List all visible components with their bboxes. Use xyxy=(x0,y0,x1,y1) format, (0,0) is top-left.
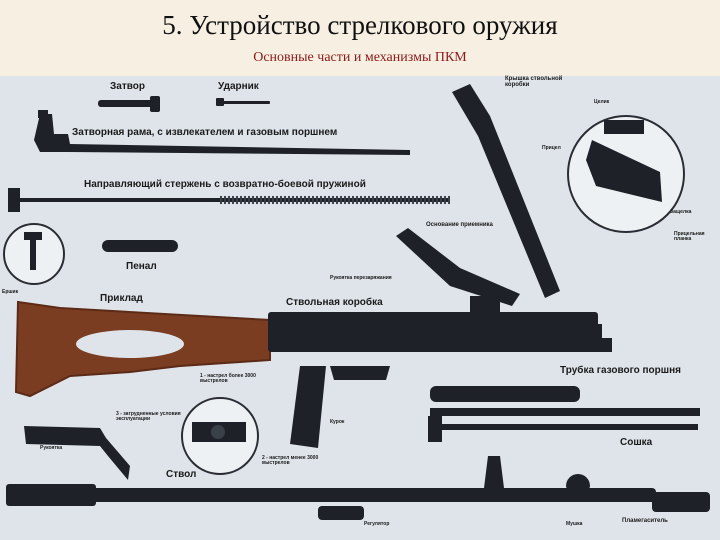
rear-sight-inset xyxy=(568,116,684,232)
case-part xyxy=(102,240,178,252)
label-plamegasitel: Пламегаситель xyxy=(622,518,668,524)
pkm-parts-poster: Затвор Ударник Крышка ствольной коробки … xyxy=(0,76,720,540)
gas-regulator-inset xyxy=(182,398,258,474)
label-rukoyatka: Рукоятка xyxy=(40,446,62,451)
label-priklad: Приклад xyxy=(100,294,143,305)
label-pricelnaya-planka: Прицельная планка xyxy=(674,232,718,243)
label-stvolnaya-korobka: Ствольная коробка xyxy=(286,298,383,309)
label-soshka: Сошка xyxy=(620,438,652,449)
label-rukoyatka-perezaryazhaniya: Рукоятка перезаряжания xyxy=(330,276,392,281)
label-osnovanie: Основание приемника xyxy=(426,222,496,228)
label-prizel: Прицел xyxy=(542,146,561,151)
label-penal: Пенал xyxy=(126,262,157,273)
label-stvol: Ствол xyxy=(166,470,196,481)
label-regulyator: Регулятор xyxy=(364,522,389,527)
feed-cover-part xyxy=(396,84,560,306)
front-sight-part xyxy=(566,474,590,502)
label-zatvor: Затвор xyxy=(110,82,145,93)
label-udarnik: Ударник xyxy=(218,82,259,93)
label-celik: Целик xyxy=(594,100,609,105)
label-trubka: Трубка газового поршня xyxy=(560,366,681,377)
flash-hider-part xyxy=(652,492,710,512)
label-kurok: Курок xyxy=(330,420,344,425)
firing-pin-part xyxy=(216,98,270,106)
label-nastrel1: 1 - настрел более 3000 выстрелов xyxy=(200,374,270,385)
slide-header: 5. Устройство стрелкового оружия Основны… xyxy=(0,0,720,76)
bipod-part xyxy=(428,408,700,442)
grip-part xyxy=(290,366,390,448)
carry-handle-part xyxy=(24,426,130,480)
recoil-spring-part xyxy=(8,188,450,212)
label-zaschelka: Защелка xyxy=(670,210,691,215)
label-nastrel3: 3 - затрудненные условия эксплуатации xyxy=(116,412,182,423)
label-kryshka: Крышка ствольной коробки xyxy=(505,76,575,89)
gas-tube-part xyxy=(430,386,580,402)
brush-inset xyxy=(4,224,64,284)
bolt-part xyxy=(98,96,160,112)
slide-subtitle: Основные части и механизмы ПКМ xyxy=(0,50,720,66)
label-napravlyayuschiy: Направляющий стержень с возвратно-боевой… xyxy=(84,180,366,191)
label-zatvornaya-rama: Затворная рама, с извлекателем и газовым… xyxy=(72,128,337,139)
slide-title: 5. Устройство стрелкового оружия xyxy=(0,10,720,41)
label-mushka: Мушка xyxy=(566,522,582,527)
label-ershik: Ершик xyxy=(2,290,18,295)
label-nastrel2: 2 - настрел менее 3000 выстрелов xyxy=(262,456,332,467)
